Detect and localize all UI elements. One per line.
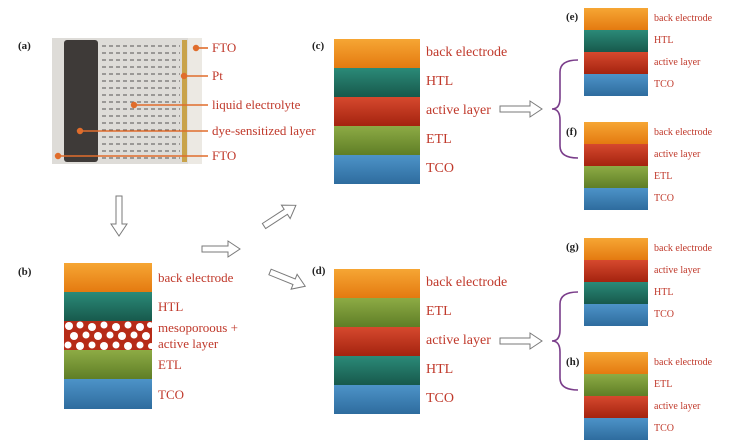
arrow-to-c bbox=[261, 204, 297, 230]
c-etl-layer bbox=[334, 126, 420, 155]
dye-sensitized-layer-shape bbox=[64, 40, 98, 162]
b-tco-layer bbox=[64, 379, 152, 409]
d-label-back-electrode: back electrode bbox=[426, 275, 508, 290]
dssc-diagram bbox=[52, 38, 202, 164]
panel-e-stack bbox=[584, 8, 648, 96]
c-label-back-electrode: back electrode bbox=[426, 45, 508, 60]
h-tco-layer bbox=[584, 418, 648, 440]
g-active-layer bbox=[584, 260, 648, 282]
f-active-layer bbox=[584, 144, 648, 166]
g-label-htl: HTL bbox=[654, 287, 674, 298]
panel-b-stack bbox=[64, 263, 152, 409]
e-back-electrode-layer bbox=[584, 8, 648, 30]
mesoporous-particles bbox=[64, 321, 152, 350]
e-label-tco: TCO bbox=[654, 79, 674, 90]
e-label-htl: HTL bbox=[654, 35, 674, 46]
label-dye-sensitized-layer: dye-sensitized layer bbox=[212, 123, 316, 138]
panel-d-stack bbox=[334, 269, 420, 414]
arrow-b-right bbox=[201, 240, 241, 258]
panel-h-label: (h) bbox=[566, 356, 580, 368]
f-tco-layer bbox=[584, 188, 648, 210]
liquid-electrolyte-shape bbox=[102, 45, 180, 159]
d-htl-layer bbox=[334, 356, 420, 385]
label-pt: Pt bbox=[212, 68, 223, 83]
e-htl-layer bbox=[584, 30, 648, 52]
c-label-htl: HTL bbox=[426, 74, 454, 89]
arrow-a-to-b bbox=[110, 195, 128, 237]
d-tco-layer bbox=[334, 385, 420, 414]
brace-gh bbox=[551, 291, 579, 391]
c-active-layer bbox=[334, 97, 420, 126]
b-label-etl: ETL bbox=[158, 357, 182, 372]
h-label-etl: ETL bbox=[654, 379, 673, 390]
b-htl-layer bbox=[64, 292, 152, 321]
f-label-etl: ETL bbox=[654, 171, 673, 182]
panel-g-label: (g) bbox=[566, 241, 579, 253]
f-label-back-electrode: back electrode bbox=[654, 127, 713, 138]
b-label-tco: TCO bbox=[158, 387, 184, 402]
g-label-active-layer: active layer bbox=[654, 265, 701, 276]
d-label-active-layer: active layer bbox=[426, 333, 491, 348]
panel-f-label: (f) bbox=[566, 126, 577, 138]
b-back-electrode-layer bbox=[64, 263, 152, 292]
f-etl-layer bbox=[584, 166, 648, 188]
d-etl-layer bbox=[334, 298, 420, 327]
b-mesoporous-active-layer bbox=[64, 321, 152, 350]
panel-a-label: (a) bbox=[18, 40, 31, 52]
g-label-back-electrode: back electrode bbox=[654, 243, 713, 254]
c-label-active-layer: active layer bbox=[426, 103, 491, 118]
c-label-etl: ETL bbox=[426, 132, 452, 147]
g-tco-layer bbox=[584, 304, 648, 326]
d-active-layer bbox=[334, 327, 420, 356]
panel-f-stack bbox=[584, 122, 648, 210]
panel-c-stack bbox=[334, 39, 420, 184]
d-label-htl: HTL bbox=[426, 362, 454, 377]
arrow-d-to-gh bbox=[499, 332, 543, 350]
d-back-electrode-layer bbox=[334, 269, 420, 298]
label-fto-bottom: FTO bbox=[212, 148, 237, 163]
brace-ef bbox=[551, 59, 579, 159]
h-label-active-layer: active layer bbox=[654, 401, 701, 412]
f-label-tco: TCO bbox=[654, 193, 674, 204]
dssc-cell-graphic bbox=[52, 38, 202, 164]
e-label-back-electrode: back electrode bbox=[654, 13, 713, 24]
b-label-back-electrode: back electrode bbox=[158, 270, 234, 285]
h-active-layer bbox=[584, 396, 648, 418]
h-back-electrode-layer bbox=[584, 352, 648, 374]
arrow-c-to-ef bbox=[499, 100, 543, 118]
panel-b-label: (b) bbox=[18, 266, 32, 278]
c-back-electrode-layer bbox=[334, 39, 420, 68]
panel-g-stack bbox=[584, 238, 648, 326]
g-label-tco: TCO bbox=[654, 309, 674, 320]
b-label-active-layer: active layer bbox=[158, 336, 219, 351]
c-label-tco: TCO bbox=[426, 161, 454, 176]
d-label-etl: ETL bbox=[426, 304, 452, 319]
e-label-active-layer: active layer bbox=[654, 57, 701, 68]
panel-c-label: (c) bbox=[312, 40, 325, 52]
b-etl-layer bbox=[64, 350, 152, 379]
h-etl-layer bbox=[584, 374, 648, 396]
f-back-electrode-layer bbox=[584, 122, 648, 144]
h-label-back-electrode: back electrode bbox=[654, 357, 713, 368]
label-liquid-electrolyte: liquid electrolyte bbox=[212, 97, 301, 112]
arrow-to-d bbox=[268, 268, 307, 290]
h-label-tco: TCO bbox=[654, 423, 674, 434]
label-fto-top: FTO bbox=[212, 40, 237, 55]
e-tco-layer bbox=[584, 74, 648, 96]
d-label-tco: TCO bbox=[426, 391, 454, 406]
b-label-htl: HTL bbox=[158, 299, 184, 314]
panel-h-stack bbox=[584, 352, 648, 440]
f-label-active-layer: active layer bbox=[654, 149, 701, 160]
e-active-layer bbox=[584, 52, 648, 74]
g-back-electrode-layer bbox=[584, 238, 648, 260]
panel-e-label: (e) bbox=[566, 11, 579, 23]
pt-layer-shape bbox=[182, 40, 187, 162]
c-tco-layer bbox=[334, 155, 420, 184]
b-label-mesoporous: mesoporoous + bbox=[158, 320, 238, 335]
c-htl-layer bbox=[334, 68, 420, 97]
g-htl-layer bbox=[584, 282, 648, 304]
panel-d-label: (d) bbox=[312, 265, 326, 277]
